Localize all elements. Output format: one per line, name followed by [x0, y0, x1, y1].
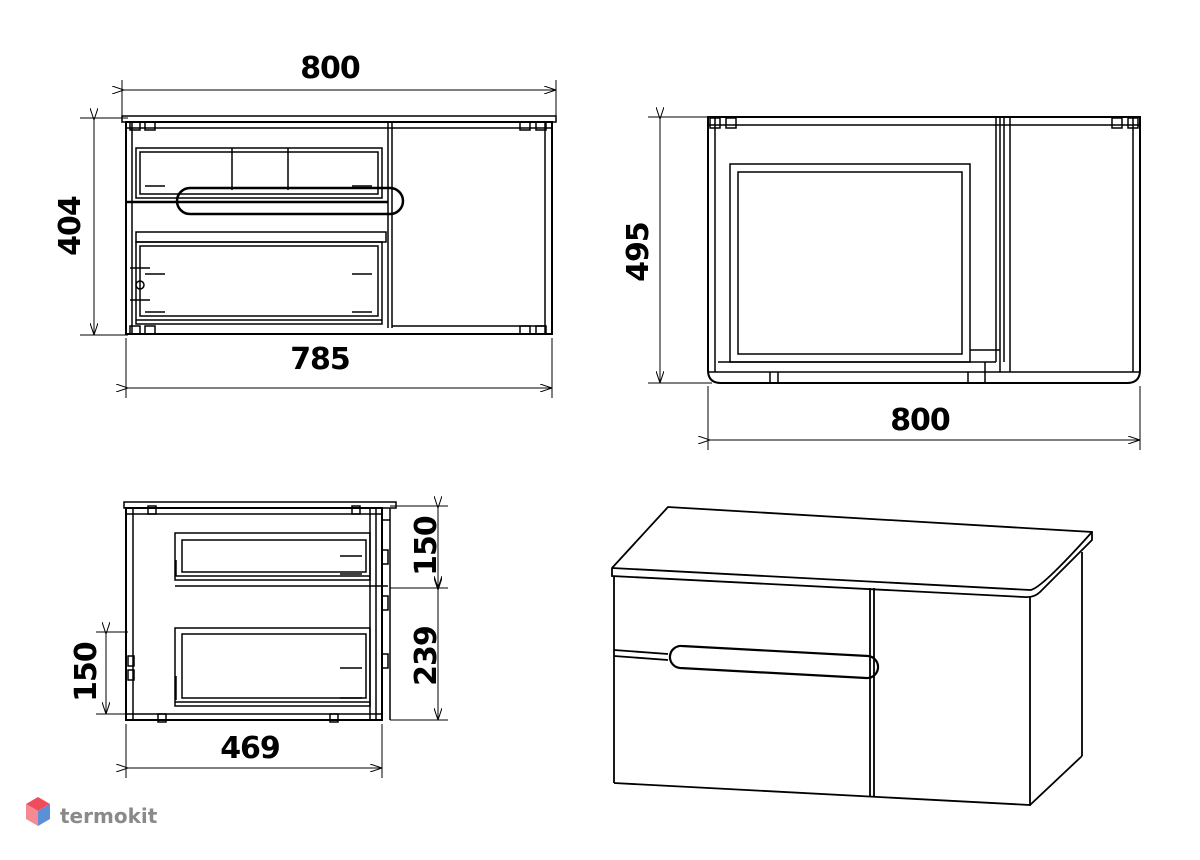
front-view-drawing: 495: [621, 116, 1141, 450]
dimension-label-469: 469: [220, 731, 280, 766]
termokit-logo-text: termokit: [60, 804, 158, 828]
dimension-label-150-left: 150: [69, 642, 104, 702]
top-view-drawing: 800 404: [53, 51, 557, 398]
side-view-drawing: 150 239 150 469: [69, 502, 448, 778]
dimension-line-495: [648, 117, 712, 384]
dimension-label-785: 785: [290, 342, 350, 377]
dimension-label-800-bottom: 800: [890, 403, 950, 438]
dimension-label-404: 404: [53, 196, 88, 256]
dimension-line-404: [80, 118, 128, 336]
dimension-label-150-upper-drawer: 150: [409, 516, 444, 576]
dimension-line-239: [390, 589, 448, 721]
top-view-cabinet-outline: [121, 115, 557, 335]
side-view-cabinet-outline: [123, 501, 397, 723]
dimension-label-800-top: 800: [300, 51, 360, 86]
dimension-label-239: 239: [409, 626, 444, 686]
termokit-logo-icon: [26, 797, 50, 826]
front-view-cabinet-outline: [707, 116, 1141, 384]
isometric-cabinet-drawing: [611, 506, 1093, 806]
isometric-cabinet-outline: [611, 506, 1093, 806]
dimension-line-800-top: [122, 80, 557, 118]
dimension-line-800-bottom: [708, 386, 1141, 450]
dimension-label-495: 495: [621, 222, 656, 282]
dimension-line-469: [126, 724, 383, 778]
dimension-line-785: [126, 338, 553, 398]
dimension-line-150-left: [96, 632, 128, 715]
termokit-logo: termokit: [26, 797, 158, 828]
